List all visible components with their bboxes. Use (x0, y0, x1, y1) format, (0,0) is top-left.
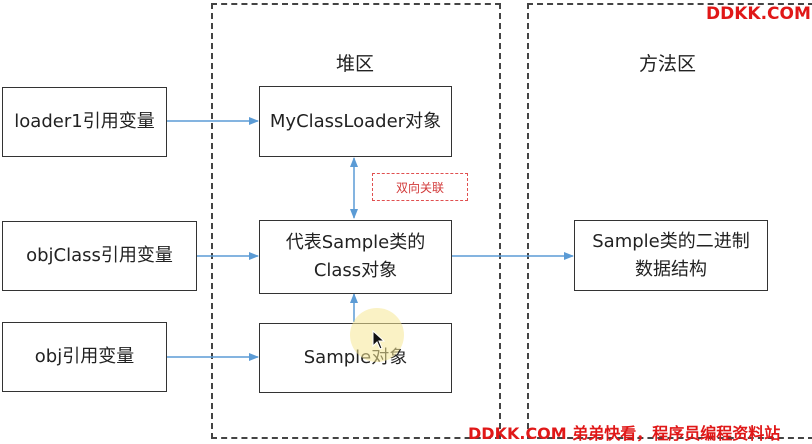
watermark-top: DDKK.COM (706, 4, 811, 24)
class-object-box: 代表Sample类的 Class对象 (259, 220, 452, 294)
loader1-reference-box: loader1引用变量 (2, 87, 167, 157)
heap-title: 堆区 (336, 53, 375, 75)
class-binary-structure-line1: Sample类的二进制 (592, 230, 750, 252)
heap-region (211, 3, 501, 439)
bidirectional-association-label: 双向关联 (372, 173, 468, 201)
mouse-cursor-icon (372, 329, 386, 354)
classloader-object-label: MyClassLoader对象 (269, 110, 442, 132)
watermark-bottom: DDKK.COM 弟弟快看，程序员编程资料站 (468, 424, 781, 443)
class-object-label-line2: Class对象 (313, 260, 398, 281)
class-binary-structure-box: Sample类的二进制 数据结构 (574, 220, 768, 291)
class-binary-structure-line2: 数据结构 (635, 258, 707, 280)
method-area-region (527, 3, 812, 439)
obj-reference-box: obj引用变量 (2, 322, 167, 392)
objclass-reference-box: objClass引用变量 (2, 221, 197, 291)
class-object-label-line1: 代表Sample类的 (285, 232, 426, 253)
loader1-reference-label: loader1引用变量 (14, 111, 155, 132)
obj-reference-label: obj引用变量 (34, 346, 135, 367)
classloader-object-box: MyClassLoader对象 (259, 86, 452, 157)
objclass-reference-label: objClass引用变量 (26, 245, 173, 266)
method-area-title: 方法区 (639, 53, 697, 75)
